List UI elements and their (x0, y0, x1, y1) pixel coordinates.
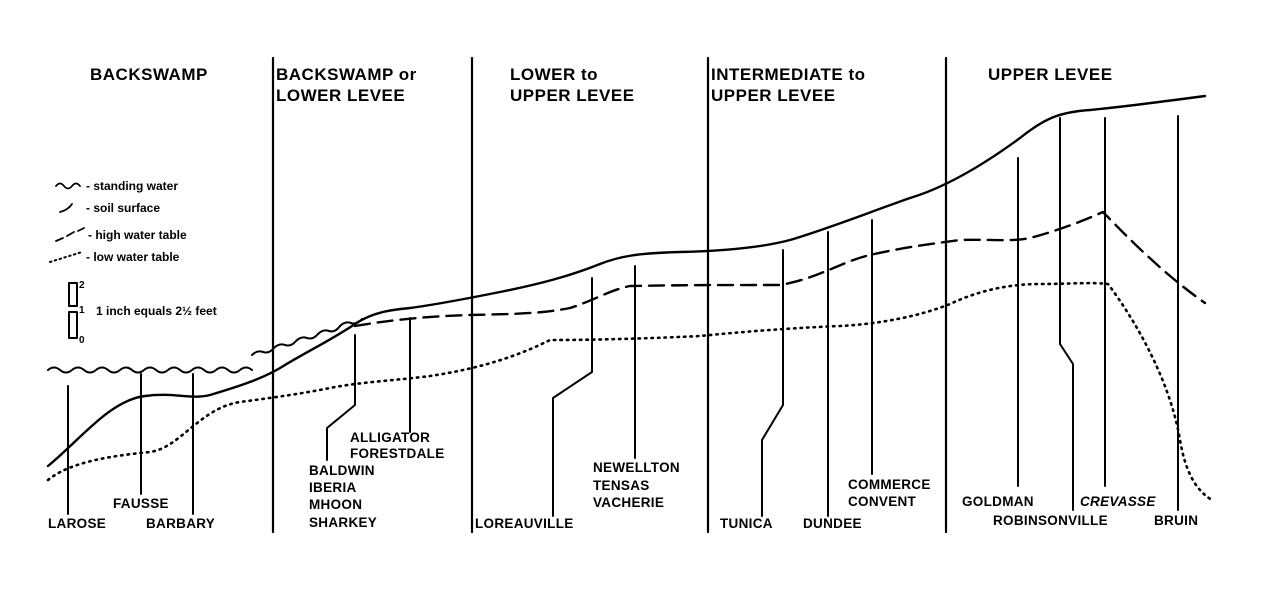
scale-bar-upper (68, 282, 78, 307)
label-fausse: FAUSSE (113, 496, 169, 511)
legend-soil-surface: - soil surface (86, 201, 160, 215)
label-commerce: COMMERCE (848, 477, 931, 492)
label-mhoon: MHOON (309, 497, 362, 512)
scale-bar: 2 1 0 1 inch equals 2½ feet (68, 280, 217, 346)
label-tensas: TENSAS (593, 478, 650, 493)
label-vacherie: VACHERIE (593, 495, 664, 510)
scale-tick-bottom: 0 (79, 335, 85, 346)
legend: - standing water - soil surface - high w… (49, 179, 187, 264)
series-labels: LAROSE FAUSSE BARBARY ALLIGATOR FORESTDA… (48, 430, 1198, 531)
pointer-tunica (761, 249, 784, 517)
zone-title-backswamp: BACKSWAMP (90, 65, 208, 84)
label-alligator: ALLIGATOR (350, 430, 430, 445)
pointer-robinsonville (1059, 117, 1074, 511)
label-larose: LAROSE (48, 516, 106, 531)
label-tunica: TUNICA (720, 516, 773, 531)
label-crevasse: CREVASSE (1080, 494, 1156, 509)
zone-title-upper-levee: UPPER LEVEE (988, 65, 1113, 84)
soil-surface-symbol (59, 203, 73, 213)
zone-title-intermediate-line2: UPPER LEVEE (711, 86, 836, 105)
label-robinsonville: ROBINSONVILLE (993, 513, 1108, 528)
low-water-table-line (46, 281, 1214, 502)
zone-title-backswamp-lower-levee-line1: BACKSWAMP or (276, 65, 417, 84)
zone-dividers (271, 56, 948, 534)
label-iberia: IBERIA (309, 480, 357, 495)
low-water-table-symbol (49, 251, 83, 263)
zone-titles: BACKSWAMP BACKSWAMP or LOWER LEVEE LOWER… (90, 65, 1113, 105)
label-forestdale: FORESTDALE (350, 446, 445, 461)
high-water-table-line (353, 210, 1207, 328)
scale-tick-mid: 1 (79, 305, 85, 316)
legend-high-water-table: - high water table (88, 228, 187, 242)
soil-surface-line (46, 94, 1207, 468)
label-convent: CONVENT (848, 494, 917, 509)
scale-label: 1 inch equals 2½ feet (96, 304, 217, 318)
scale-tick-top: 2 (79, 280, 85, 291)
label-loreauville: LOREAUVILLE (475, 516, 574, 531)
scale-bar-lower (68, 311, 78, 339)
label-sharkey: SHARKEY (309, 515, 377, 530)
zone-title-lower-upper-levee-line2: UPPER LEVEE (510, 86, 635, 105)
legend-low-water-table: - low water table (86, 250, 180, 264)
label-dundee: DUNDEE (803, 516, 862, 531)
label-baldwin: BALDWIN (309, 463, 375, 478)
label-bruin: BRUIN (1154, 513, 1198, 528)
high-water-table-symbol (55, 227, 85, 242)
zone-title-lower-upper-levee-line1: LOWER to (510, 65, 598, 84)
standing-water-line (47, 318, 363, 374)
zone-title-intermediate-line1: INTERMEDIATE to (711, 65, 866, 84)
legend-standing-water: - standing water (86, 179, 178, 193)
label-barbary: BARBARY (146, 516, 215, 531)
label-newellton: NEWELLTON (593, 460, 680, 475)
label-goldman: GOLDMAN (962, 494, 1034, 509)
series-pointers (67, 115, 1179, 517)
standing-water-symbol (55, 182, 81, 190)
zone-title-backswamp-lower-levee-line2: LOWER LEVEE (276, 86, 405, 105)
pointer-sharkey (326, 334, 356, 461)
pointer-loreauville (552, 277, 593, 517)
